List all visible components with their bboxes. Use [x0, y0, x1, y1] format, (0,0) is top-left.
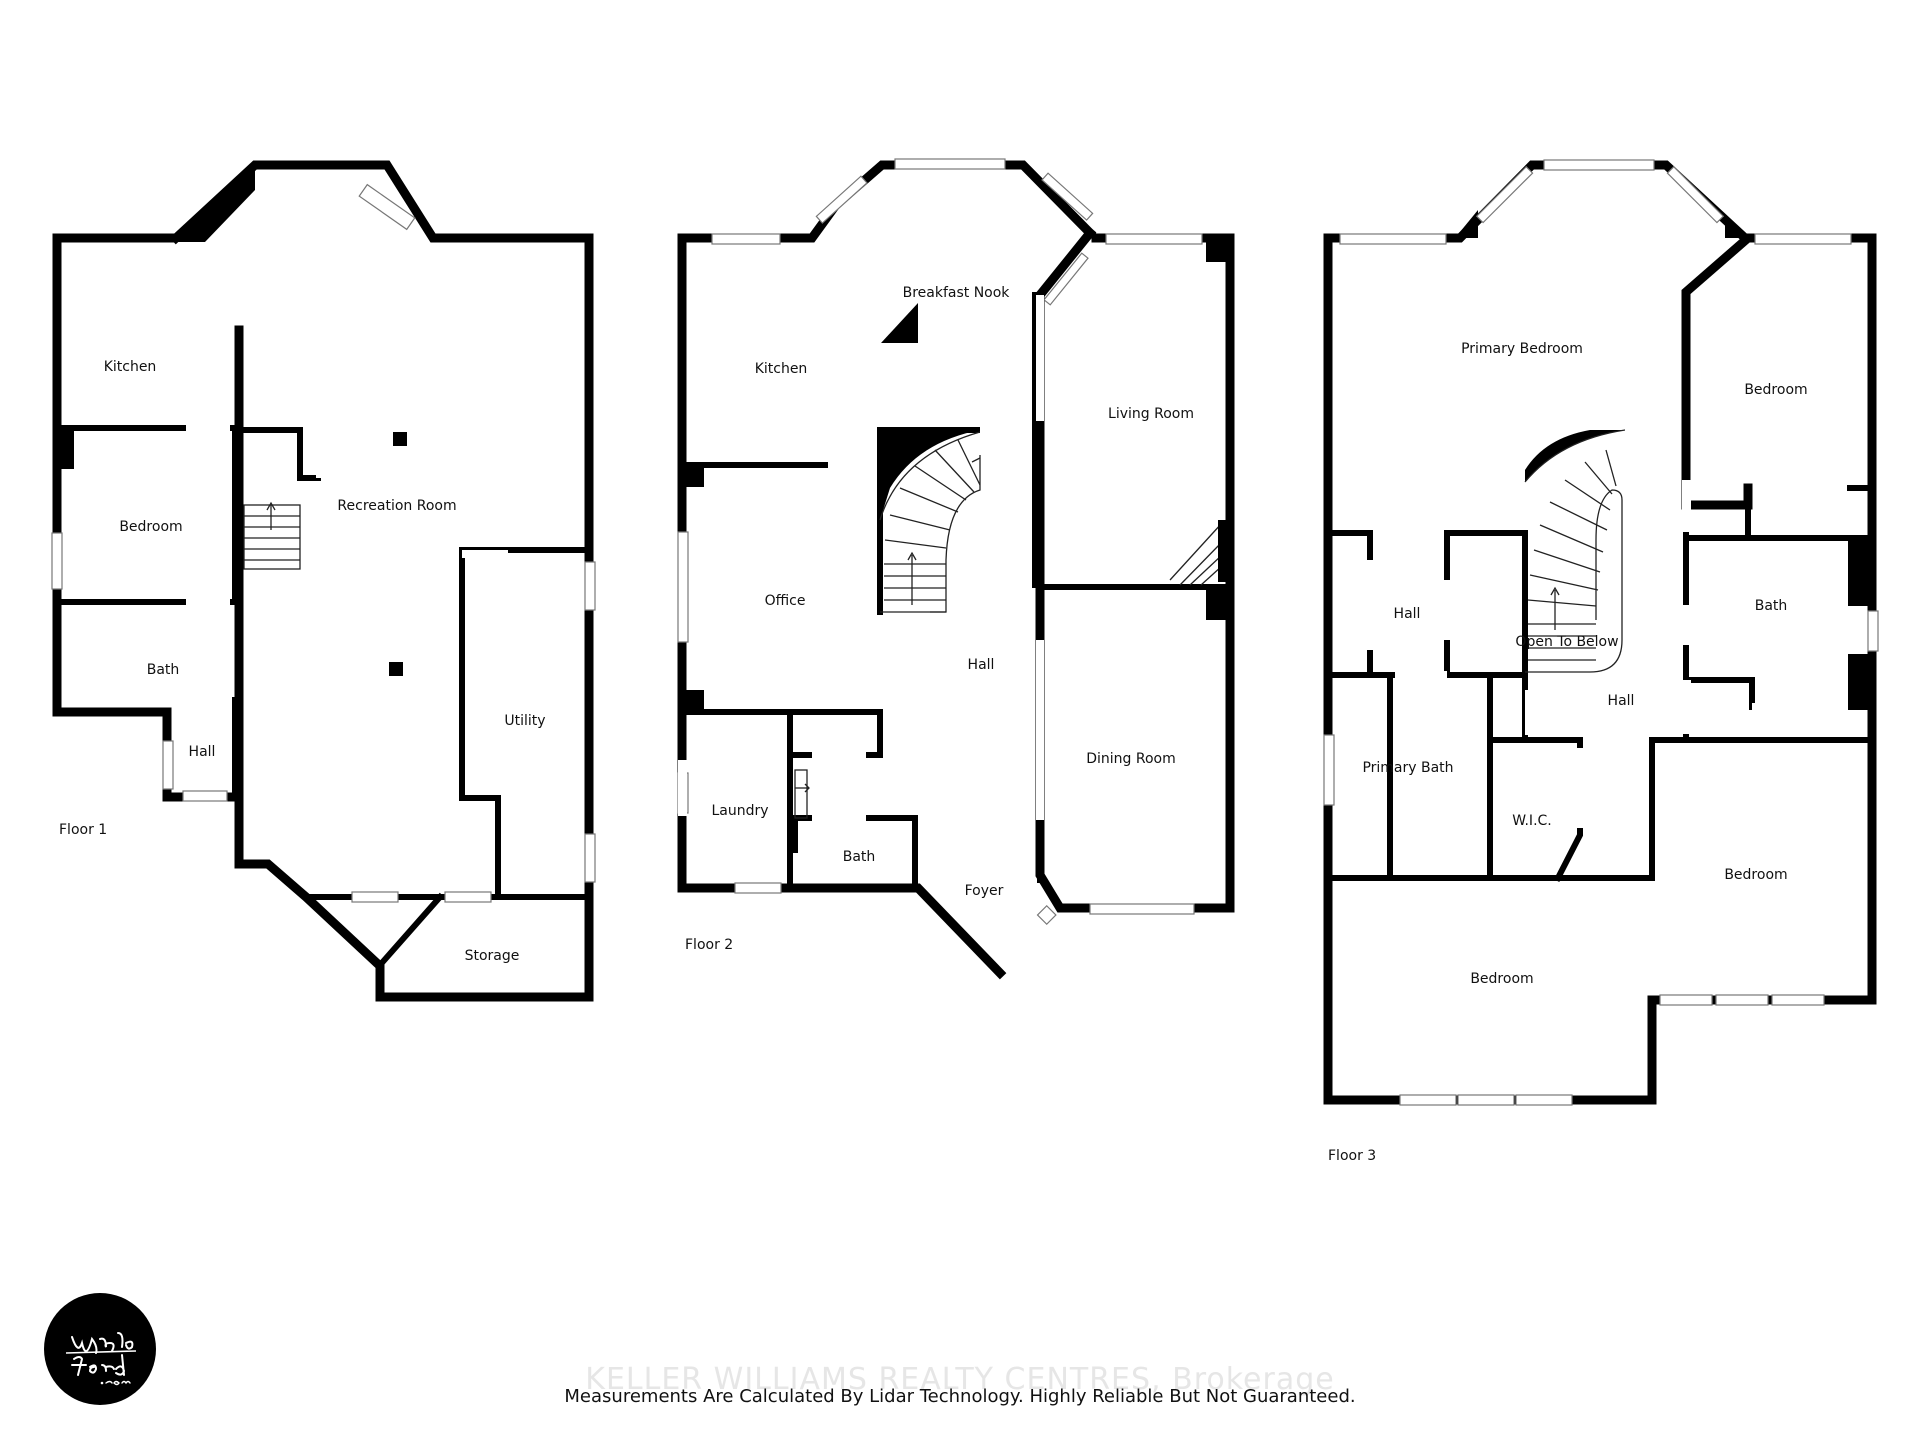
- room-label: Dining Room: [1086, 751, 1176, 767]
- room-label: Bedroom: [1724, 867, 1787, 883]
- room-label: W.I.C.: [1512, 813, 1552, 829]
- room-label: Breakfast Nook: [903, 285, 1011, 301]
- floor-label: Floor 3: [1328, 1148, 1376, 1164]
- room-label: Open To Below: [1515, 634, 1618, 650]
- room-label: Kitchen: [104, 359, 157, 375]
- room-label: Hall: [1394, 606, 1421, 622]
- room-label: Bedroom: [1470, 971, 1533, 987]
- floor-3-labels: Primary Bedroom Bedroom Hall Open To Bel…: [1328, 341, 1808, 1164]
- room-label: Hall: [1608, 693, 1635, 709]
- room-label: Primary Bedroom: [1461, 341, 1583, 357]
- room-label: Office: [765, 593, 806, 609]
- room-label: Bath: [843, 849, 876, 865]
- room-label: Foyer: [965, 883, 1004, 899]
- room-label: Bedroom: [119, 519, 182, 535]
- floor-label: Floor 1: [59, 822, 107, 838]
- room-label: Primary Bath: [1362, 760, 1453, 776]
- room-label: Hall: [968, 657, 995, 673]
- room-label: Laundry: [711, 803, 768, 819]
- room-label: Utility: [504, 713, 545, 729]
- room-label: Living Room: [1108, 406, 1194, 422]
- brokerage-watermark: KELLER WILLIAMS REALTY CENTRES, Brokerag…: [585, 1362, 1335, 1397]
- floor-1-labels: Kitchen Recreation Room Bedroom Bath Hal…: [59, 359, 546, 964]
- wylie-ford-logo-icon: [44, 1293, 156, 1405]
- room-label: Bath: [1755, 598, 1788, 614]
- room-label: Recreation Room: [337, 498, 456, 514]
- floor-2-labels: Breakfast Nook Kitchen Living Room Offic…: [685, 285, 1194, 953]
- disclaimer-text: Measurements Are Calculated By Lidar Tec…: [564, 1386, 1356, 1407]
- room-label: Hall: [189, 744, 216, 760]
- room-label: Storage: [465, 948, 520, 964]
- floor-2-plan: [677, 158, 1235, 980]
- room-label: Bedroom: [1744, 382, 1807, 398]
- floor-3-plan: [1323, 159, 1879, 1106]
- floor-label: Floor 2: [685, 937, 733, 953]
- floor-1-plan: [51, 160, 596, 1002]
- room-label: Kitchen: [755, 361, 808, 377]
- room-label: Bath: [147, 662, 180, 678]
